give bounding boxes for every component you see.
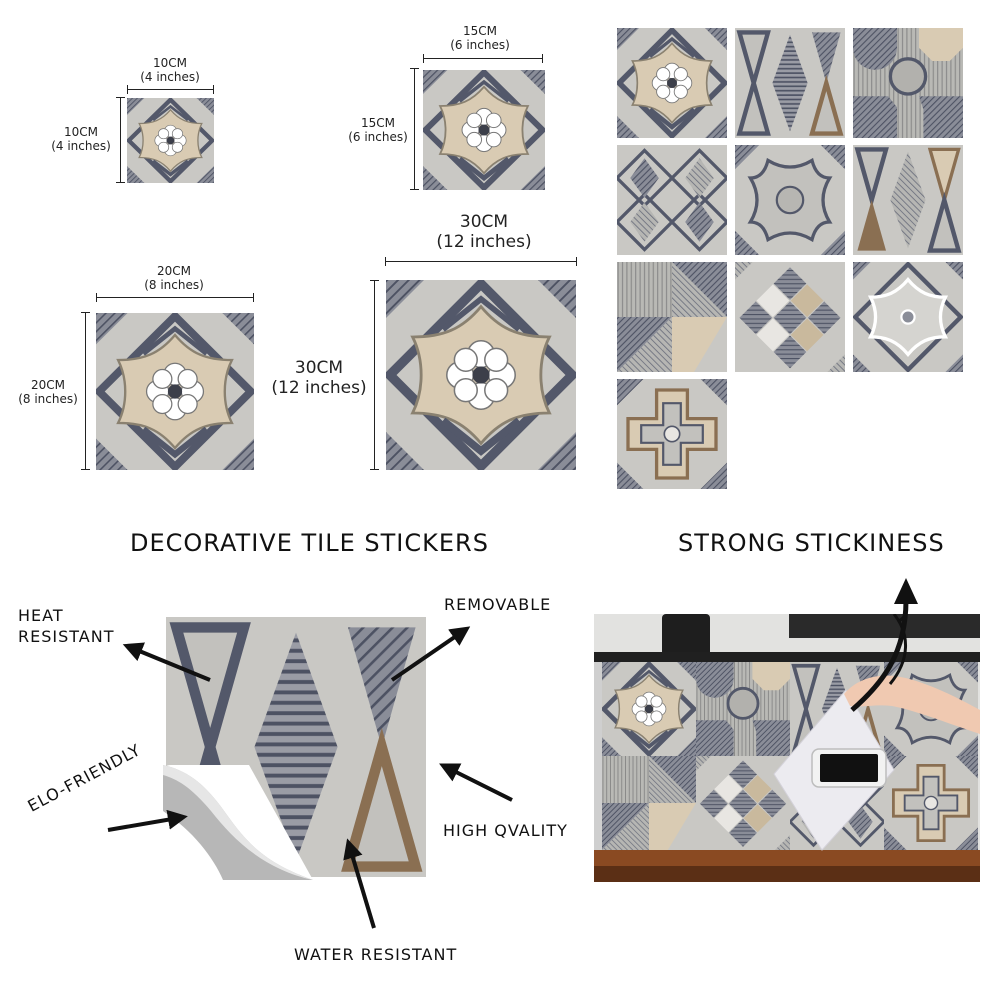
tile-pattern-grid	[617, 28, 965, 490]
pattern-tile-arches	[853, 28, 963, 138]
pattern-tile-flower-outline	[853, 262, 963, 372]
stickiness-photo	[594, 614, 980, 882]
size-15-height-line	[410, 68, 419, 190]
tv-screen	[789, 614, 980, 638]
furniture-scene	[594, 614, 980, 882]
peel-up-arrow	[850, 578, 918, 712]
size-20-height-label: 20CM(8 inches)	[18, 378, 78, 406]
feature-high-quality: HIGH QVALITY	[443, 821, 568, 840]
pattern-tile-checker	[735, 262, 845, 372]
size-10-height-line	[116, 97, 125, 183]
size-10-width-label: 10CM(4 inches)	[140, 56, 200, 84]
arrow-heat	[122, 642, 211, 682]
pattern-tile-diamonds	[617, 145, 727, 255]
size-20-height-line	[81, 312, 90, 470]
pattern-tile-octagon	[735, 145, 845, 255]
arrow-water	[343, 838, 376, 929]
arrow-eco	[107, 809, 188, 832]
feature-water-resistant: WATER RESISTANT	[294, 945, 458, 964]
peeled-corner-icon	[163, 765, 313, 880]
size-30-height-label: 30CM(12 inches)	[271, 358, 367, 398]
feature-arrows	[107, 626, 513, 929]
pattern-tile-triangles	[735, 28, 845, 138]
size-30-width-line	[385, 257, 577, 266]
tile-10cm-sample	[127, 98, 214, 183]
size-15-width-label: 15CM(6 inches)	[450, 24, 510, 52]
tile-15cm-sample	[423, 70, 545, 190]
heading-decorative-tile-stickers: DECORATIVE TILE STICKERS	[130, 529, 489, 557]
size-30-width-label: 30CM(12 inches)	[436, 212, 532, 252]
size-20-width-label: 20CM(8 inches)	[144, 264, 204, 292]
pattern-tile-triangles-brown	[853, 145, 963, 255]
arrow-quality	[439, 763, 513, 802]
pattern-tile-flower	[617, 28, 727, 138]
size-30-height-line	[370, 280, 379, 470]
heading-strong-stickiness: STRONG STICKINESS	[678, 529, 945, 557]
tile-20cm-sample	[96, 313, 254, 470]
size-15-height-label: 15CM(6 inches)	[348, 116, 408, 144]
size-15-width-line	[423, 54, 543, 63]
size-10-height-label: 10CM(4 inches)	[51, 125, 111, 153]
size-20-width-line	[96, 293, 254, 302]
pattern-tile-stripes	[617, 262, 727, 372]
speaker	[662, 614, 710, 658]
tile-30cm-sample	[386, 280, 576, 470]
arrow-removable	[390, 626, 471, 682]
feature-removable: REMOVABLE	[444, 595, 552, 614]
pattern-tile-cross	[617, 379, 727, 489]
size-10-width-line	[127, 85, 214, 94]
wooden-shelf	[594, 850, 980, 866]
hand	[844, 675, 980, 734]
